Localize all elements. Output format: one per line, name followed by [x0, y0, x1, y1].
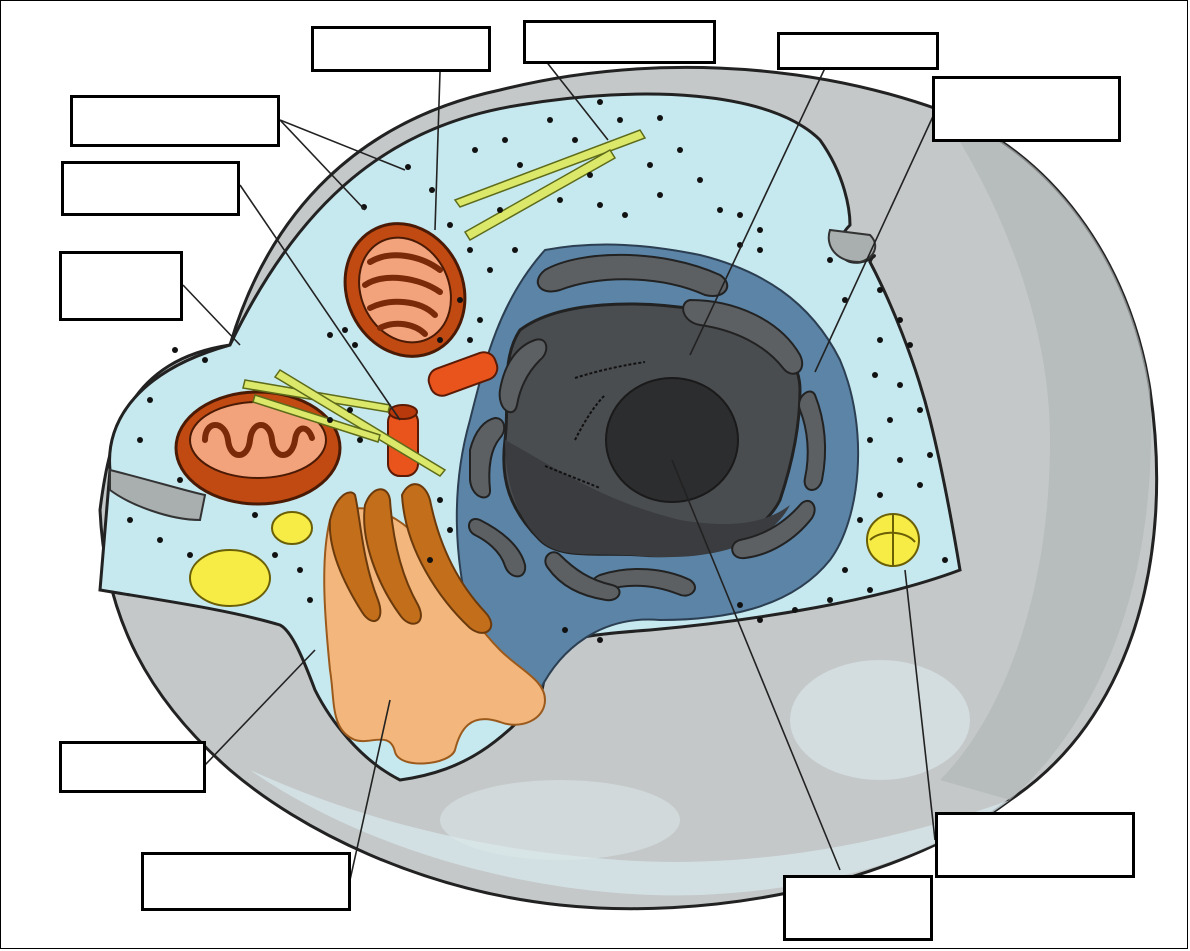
label-box-bottom-center[interactable] [141, 852, 351, 911]
label-box-top-right[interactable] [777, 32, 939, 70]
label-box-right-upper[interactable] [932, 76, 1121, 142]
label-box-bottom-left[interactable] [59, 741, 206, 793]
label-box-top-left[interactable] [311, 26, 491, 72]
label-box-right-lower[interactable] [935, 812, 1135, 878]
mitochondrion-lower [176, 392, 340, 504]
label-box-left-2[interactable] [61, 161, 240, 216]
label-box-top-center[interactable] [523, 20, 716, 64]
label-box-bottom-right[interactable] [783, 875, 933, 941]
label-box-left-3[interactable] [59, 251, 183, 321]
label-box-left-1[interactable] [70, 95, 280, 147]
nucleolus [606, 378, 738, 502]
